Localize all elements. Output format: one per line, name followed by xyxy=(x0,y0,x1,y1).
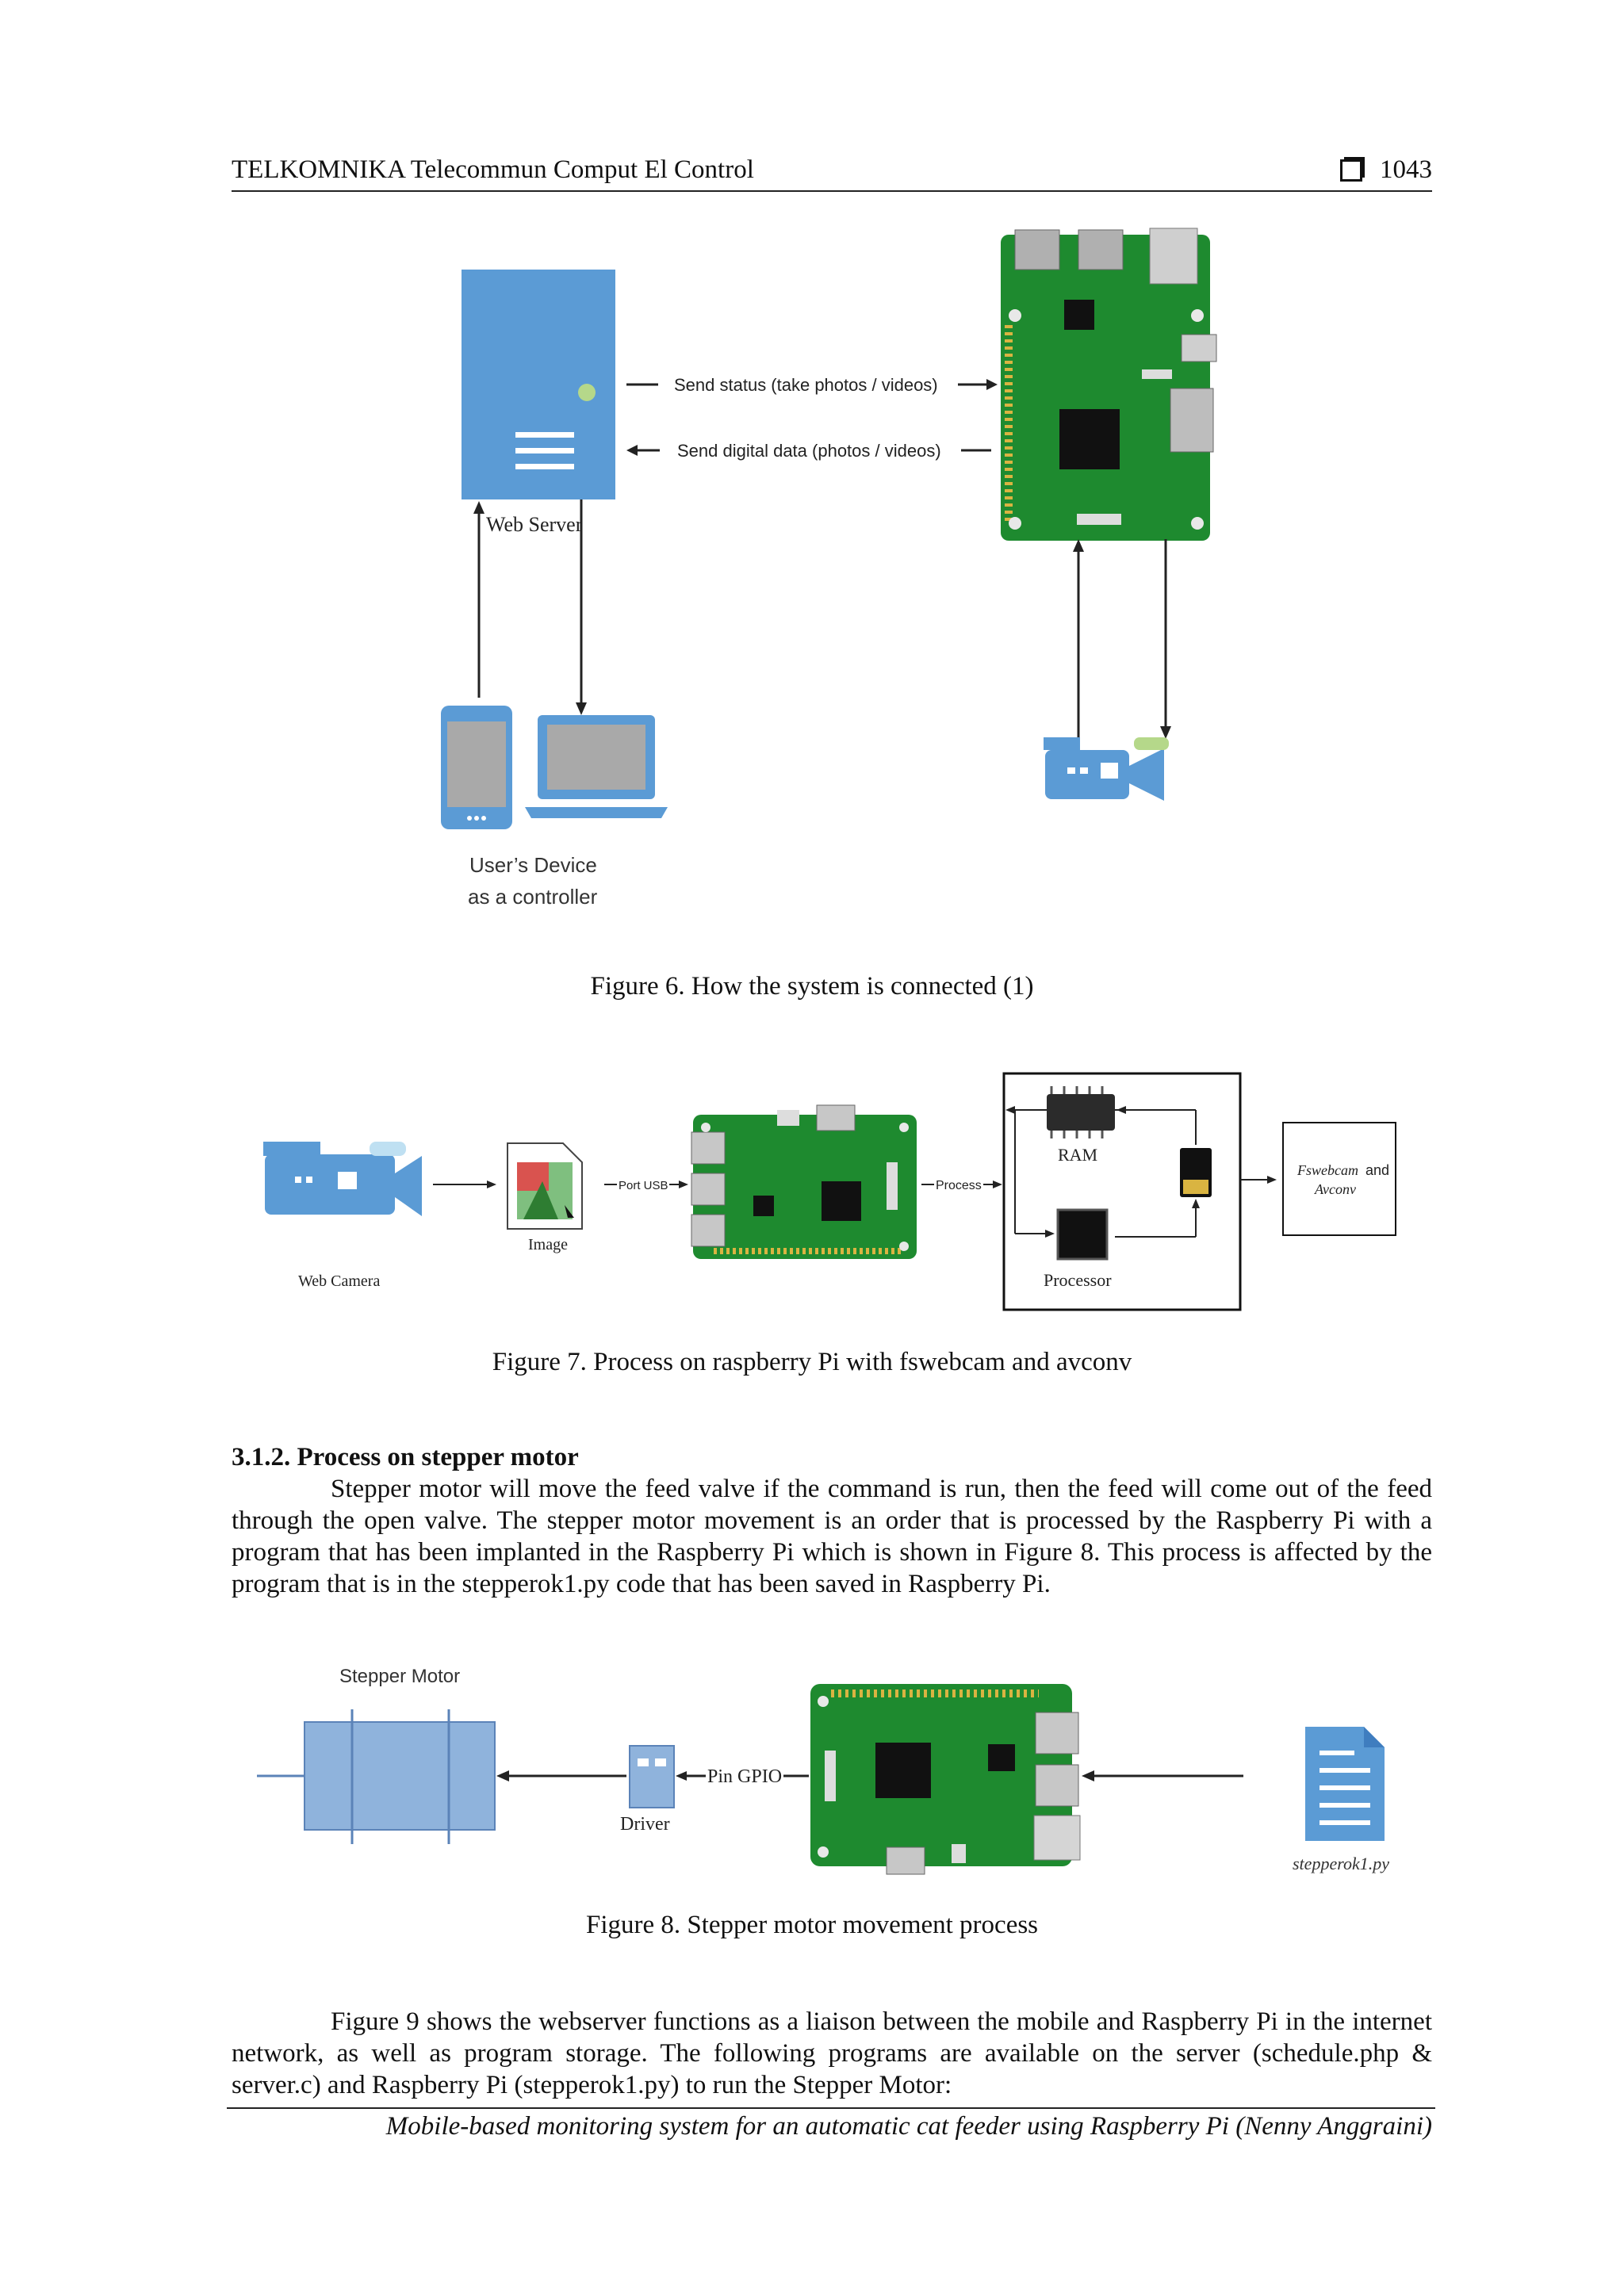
ram-label: RAM xyxy=(1058,1145,1097,1165)
running-header: TELKOMNIKA Telecommun Comput El Control … xyxy=(232,155,1432,192)
page-number-group: 1043 xyxy=(1340,155,1432,185)
send-data-label: Send digital data (photos / videos) xyxy=(677,441,941,461)
raspberry-pi-board-icon xyxy=(1001,228,1217,541)
footer-rule xyxy=(227,2107,1435,2109)
python-file-icon xyxy=(1305,1727,1385,1841)
web-server-label: Web Server xyxy=(486,513,583,536)
section-paragraph: Stepper motor will move the feed valve i… xyxy=(232,1475,1432,1598)
figure-7-caption: Figure 7. Process on raspberry Pi with f… xyxy=(492,1348,1132,1376)
stepperok-file-label: stepperok1.py xyxy=(1293,1854,1389,1873)
page-number: 1043 xyxy=(1380,155,1432,184)
closing-paragraph: Figure 9 shows the webserver functions a… xyxy=(232,2007,1432,2099)
section-heading: 3.1.2. Process on stepper motor xyxy=(232,1443,579,1471)
stepper-motor-label: Stepper Motor xyxy=(339,1666,460,1687)
raspberry-pi-board-icon xyxy=(691,1104,917,1259)
driver-label: Driver xyxy=(620,1814,670,1835)
pin-gpio-label: Pin GPIO xyxy=(707,1766,782,1787)
figure-7: Web Camera Image Port USB xyxy=(263,1072,1396,1311)
sd-card-icon xyxy=(1180,1148,1212,1197)
users-device-label: User’s Device xyxy=(469,853,597,877)
process-label: Process xyxy=(936,1179,982,1192)
running-footer: Mobile-based monitoring system for an au… xyxy=(385,2112,1432,2141)
square-bullet-icon xyxy=(1340,159,1362,182)
server-icon xyxy=(462,270,615,499)
send-status-label: Send status (take photos / videos) xyxy=(674,375,938,395)
journal-title: TELKOMNIKA Telecommun Comput El Control xyxy=(232,155,754,184)
controller-label: as a controller xyxy=(468,885,598,909)
image-file-icon xyxy=(507,1142,583,1230)
figure-8: Stepper Motor Driver Pin GPIO xyxy=(257,1666,1389,1875)
ram-chip-icon xyxy=(1047,1086,1115,1138)
port-usb-label: Port USB xyxy=(619,1179,668,1192)
avconv-label: Avconv xyxy=(1314,1181,1356,1197)
processor-label: Processor xyxy=(1044,1270,1112,1290)
video-camera-icon xyxy=(1044,737,1169,801)
web-camera-label: Web Camera xyxy=(298,1272,380,1290)
laptop-icon xyxy=(525,715,668,818)
image-label: Image xyxy=(528,1236,568,1253)
driver-icon xyxy=(629,1745,675,1808)
stepper-motor-icon xyxy=(257,1709,496,1844)
smartphone-icon xyxy=(441,706,512,829)
software-label: Fswebcam and xyxy=(1297,1162,1389,1178)
raspberry-pi-board-icon xyxy=(810,1684,1081,1875)
web-camera-icon xyxy=(263,1142,422,1216)
figure-6-caption: Figure 6. How the system is connected (1… xyxy=(590,972,1034,1001)
figure-6: Web Server Send status (take photos / vi… xyxy=(441,228,1217,909)
processor-chip-icon xyxy=(1056,1208,1109,1261)
figure-8-caption: Figure 8. Stepper motor movement process xyxy=(585,1911,1039,1939)
